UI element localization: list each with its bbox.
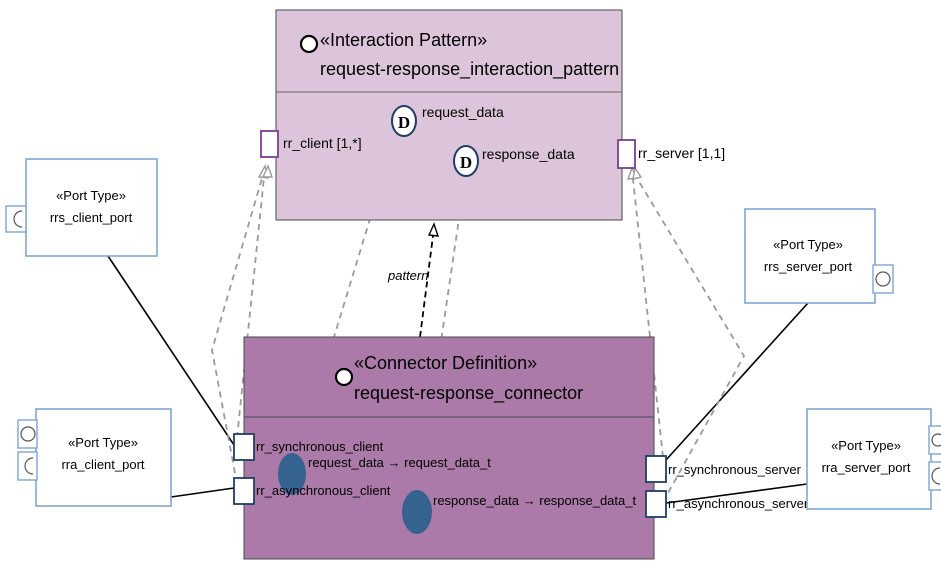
rra-server-port-marker-1 bbox=[928, 425, 941, 455]
provided-interface-icon bbox=[20, 426, 36, 442]
connector-definition-name: request-response_connector bbox=[354, 383, 583, 404]
async-server-port[interactable] bbox=[645, 490, 667, 518]
provided-interface-icon bbox=[931, 433, 941, 447]
rrs-server-port-marker bbox=[872, 264, 894, 294]
request-mapping-label: request_data → request_data_t bbox=[308, 455, 491, 470]
async-client-label: rr_asynchronous_client bbox=[256, 483, 391, 498]
request-data-item-icon bbox=[391, 105, 417, 137]
pattern-dependency-line bbox=[419, 227, 435, 338]
sync-client-port[interactable] bbox=[233, 433, 255, 461]
rrs-client-link[interactable] bbox=[107, 255, 235, 446]
rra-client-link[interactable] bbox=[170, 487, 235, 498]
rrs-client-name: rrs_client_port bbox=[50, 210, 133, 225]
connector-definition-block[interactable]: «Connector Definition» request-response_… bbox=[233, 336, 809, 560]
response-data-item-icon bbox=[453, 145, 479, 177]
request-data-flow[interactable]: D request_data bbox=[391, 104, 504, 137]
interaction-pattern-icon bbox=[299, 34, 319, 54]
rra-server-port-type[interactable]: «Port Type» rra_server_port bbox=[806, 408, 941, 510]
rra-server-name: rra_server_port bbox=[822, 460, 911, 475]
sync-server-to-role-dash bbox=[631, 169, 664, 458]
required-interface-icon bbox=[24, 457, 34, 475]
request-data-glyph: D bbox=[398, 113, 410, 132]
rrs-client-stereotype: «Port Type» bbox=[56, 188, 126, 203]
rrs-client-port-type-box bbox=[25, 158, 158, 257]
rra-server-port-type-box bbox=[806, 408, 932, 510]
response-mapping-label: response_data → response_data_t bbox=[433, 493, 636, 508]
response-data-glyph: D bbox=[460, 153, 472, 172]
interaction-pattern-box bbox=[275, 9, 623, 221]
rrs-server-name: rrs_server_port bbox=[764, 259, 853, 274]
async-client-port[interactable] bbox=[233, 477, 255, 505]
response-data-flow[interactable]: D response_data bbox=[453, 145, 575, 177]
required-interface-icon bbox=[931, 467, 941, 485]
sync-server-port-group[interactable]: rr_synchronous_server bbox=[645, 455, 802, 483]
response-mapping-circle bbox=[402, 490, 432, 534]
async-server-to-role-dash bbox=[631, 169, 746, 503]
async-server-label: rr_asynchronous_server bbox=[668, 496, 809, 511]
rr-server-port[interactable] bbox=[617, 139, 636, 169]
response-mapping-dash bbox=[418, 177, 466, 492]
response-mapping[interactable]: response_data → response_data_t bbox=[402, 490, 636, 534]
async-server-port-group[interactable]: rr_asynchronous_server bbox=[645, 490, 809, 518]
pattern-arrowhead bbox=[427, 222, 440, 237]
rra-client-port-type-box bbox=[35, 408, 172, 507]
interaction-pattern-block[interactable]: «Interaction Pattern» request-response_i… bbox=[260, 9, 725, 221]
provided-interface-icon bbox=[875, 271, 891, 287]
rra-server-link[interactable] bbox=[665, 483, 808, 504]
rrs-client-port-type[interactable]: «Port Type» rrs_client_port bbox=[5, 158, 158, 257]
connector-definition-box bbox=[243, 336, 655, 560]
interaction-pattern-name: request-response_interaction_pattern bbox=[320, 59, 619, 80]
async-client-port-group[interactable]: rr_asynchronous_client bbox=[233, 477, 391, 505]
rrs-client-port-marker bbox=[5, 205, 27, 233]
rra-client-stereotype: «Port Type» bbox=[68, 435, 138, 450]
rra-client-port-type[interactable]: «Port Type» rra_client_port bbox=[17, 408, 172, 507]
request-mapping-circle bbox=[278, 453, 306, 495]
sync-client-to-role-dash bbox=[236, 167, 266, 439]
connector-definition-stereotype: «Connector Definition» bbox=[354, 353, 537, 373]
rr-server-role[interactable]: rr_server [1,1] bbox=[617, 139, 725, 169]
pattern-dependency[interactable]: pattern bbox=[387, 222, 440, 338]
rra-server-port-marker-2 bbox=[928, 461, 941, 491]
rrs-server-stereotype: «Port Type» bbox=[773, 237, 843, 252]
connector-definition-icon bbox=[334, 367, 354, 387]
sync-server-label: rr_synchronous_server bbox=[668, 462, 802, 477]
rrs-server-link[interactable] bbox=[665, 302, 809, 461]
interaction-pattern-stereotype: «Interaction Pattern» bbox=[320, 30, 487, 50]
rr-server-label: rr_server [1,1] bbox=[638, 145, 725, 161]
sync-client-label: rr_synchronous_client bbox=[256, 439, 384, 454]
required-interface-icon bbox=[13, 210, 23, 228]
request-data-label: request_data bbox=[422, 104, 504, 120]
response-data-label: response_data bbox=[482, 146, 575, 162]
pattern-label: pattern bbox=[387, 268, 428, 283]
rrs-server-port-type[interactable]: «Port Type» rrs_server_port bbox=[744, 208, 894, 304]
rra-client-name: rra_client_port bbox=[61, 457, 144, 472]
rra-server-stereotype: «Port Type» bbox=[831, 438, 901, 453]
rra-client-port-marker-1 bbox=[17, 419, 38, 449]
rrs-server-port-type-box bbox=[744, 208, 876, 304]
request-mapping[interactable]: request_data → request_data_t bbox=[278, 453, 491, 495]
sync-server-port[interactable] bbox=[645, 455, 667, 483]
arrowhead bbox=[632, 166, 643, 180]
sync-client-port-group[interactable]: rr_synchronous_client bbox=[233, 433, 384, 461]
rr-client-label: rr_client [1,*] bbox=[283, 135, 362, 151]
async-client-to-role-dash bbox=[211, 167, 266, 485]
rr-client-port[interactable] bbox=[260, 130, 279, 158]
rr-client-role[interactable]: rr_client [1,*] bbox=[260, 130, 362, 158]
rra-client-port-marker-2 bbox=[17, 451, 38, 481]
arrowhead bbox=[261, 164, 273, 178]
